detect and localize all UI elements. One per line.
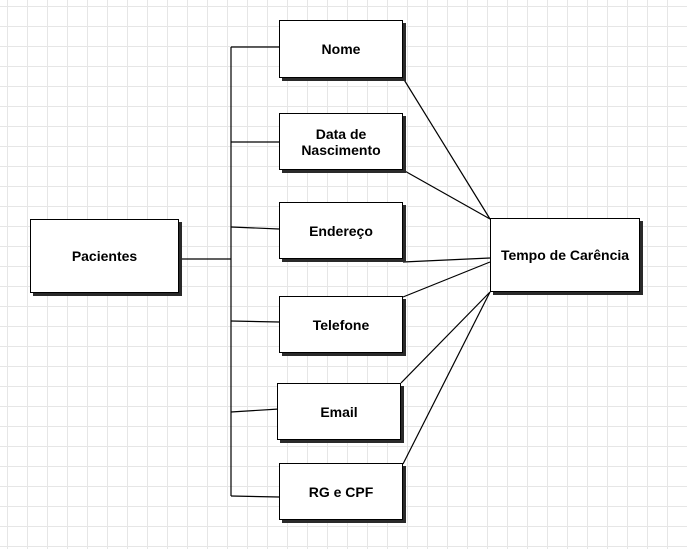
connector-branch-email [230, 408, 280, 413]
attribute-nome-box[interactable]: Nome [279, 20, 403, 78]
entity-pacientes-box[interactable]: Pacientes [30, 219, 179, 293]
connector-telefone-to-tempo [402, 261, 491, 298]
connector-branch-endereco [230, 226, 280, 230]
connector-email-to-tempo [400, 291, 491, 384]
attribute-rg-cpf-label: RG e CPF [308, 483, 374, 500]
target-tempo-carencia-label: Tempo de Carência [500, 247, 630, 263]
attribute-nome-label: Nome [321, 41, 361, 57]
connector-branch-rg-cpf [230, 495, 280, 498]
attribute-data-nascimento-box[interactable]: Data de Nascimento [279, 113, 403, 170]
attribute-endereco-label: Endereço [309, 222, 373, 239]
attribute-email-box[interactable]: Email [277, 383, 401, 440]
attribute-data-nascimento-label: Data de Nascimento [301, 125, 381, 158]
attribute-email-label: Email [320, 403, 358, 420]
attribute-telefone-box[interactable]: Telefone [279, 296, 403, 353]
target-tempo-carencia-box[interactable]: Tempo de Carência [490, 218, 640, 292]
attribute-telefone-label: Telefone [312, 316, 370, 333]
connector-nome-to-tempo [402, 77, 491, 220]
attribute-endereco-box[interactable]: Endereço [279, 202, 403, 259]
attribute-rg-cpf-box[interactable]: RG e CPF [279, 463, 403, 520]
connector-rg-cpf-to-tempo [402, 291, 491, 465]
connector-endereco-to-tempo [402, 257, 491, 263]
connector-data-nascimento-to-tempo [402, 169, 491, 220]
entity-pacientes-label: Pacientes [71, 248, 138, 264]
connector-branch-telefone [230, 320, 280, 323]
